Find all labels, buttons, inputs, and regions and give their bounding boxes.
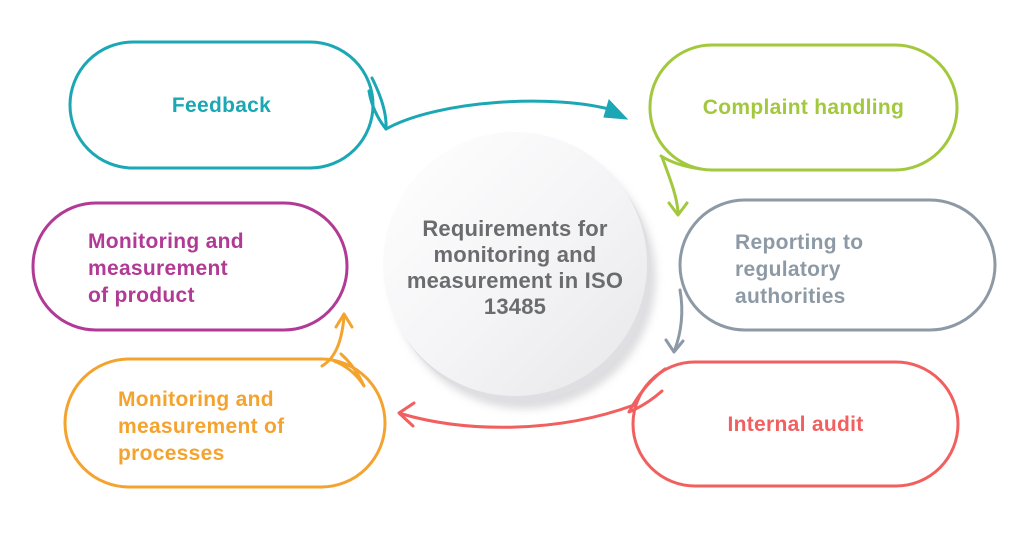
center-circle — [383, 132, 647, 396]
node-outline-internal-audit — [627, 360, 960, 488]
label-line: Monitoring and — [118, 388, 274, 411]
arrow-complaint-handling-to-reporting — [660, 155, 689, 217]
label-line: Complaint handling — [702, 96, 905, 119]
center-title-line: in ISO 13485 — [483, 268, 624, 319]
label-line: of product — [88, 284, 195, 307]
node-label-reporting-regulatory: Reporting to regulatory authorities — [735, 229, 863, 310]
label-line: Reporting to — [735, 231, 864, 254]
arrowhead-icon — [397, 401, 416, 428]
center-title-line: Requirements — [422, 216, 572, 241]
label-line: regulatory — [735, 258, 841, 281]
node-label-monitoring-processes: Monitoring and measurement of processes — [118, 386, 284, 467]
arrowhead-icon — [667, 201, 689, 217]
label-line: measurement — [88, 257, 228, 280]
label-line: Monitoring and — [88, 230, 244, 253]
node-label-complaint-handling: Complaint handling — [650, 45, 957, 170]
label-line: processes — [118, 442, 225, 465]
node-outline-complaint-handling — [648, 43, 959, 172]
bubble-tail-monitoring-processes — [332, 352, 366, 388]
arrow-reporting-to-internal-audit — [664, 288, 685, 354]
node-outline-monitoring-product — [31, 201, 349, 332]
arrow-processes-to-product — [320, 312, 354, 368]
node-outline-reporting-regulatory — [678, 198, 997, 332]
node-label-feedback: Feedback — [70, 42, 373, 168]
label-line: Internal audit — [727, 412, 864, 436]
arrowhead-icon — [664, 338, 685, 354]
center-title-line: and measurement — [406, 242, 597, 293]
label-line: Feedback — [171, 93, 272, 117]
arrow-internal-audit-to-processes — [397, 401, 636, 429]
node-outline-monitoring-processes — [63, 352, 387, 489]
arrow-feedback-to-complaint-handling — [384, 99, 629, 131]
node-label-monitoring-product: Monitoring and measurement of product — [88, 228, 244, 309]
center-title-line: for monitoring — [433, 216, 608, 267]
bubble-tail-complaint-handling — [659, 154, 703, 171]
center-title: Requirements for monitoring and measurem… — [383, 216, 647, 320]
arrowhead-icon — [334, 312, 354, 329]
arrowhead-icon — [603, 99, 629, 120]
label-line: measurement of — [118, 415, 285, 438]
bubble-tail-internal-audit — [627, 367, 667, 414]
node-label-internal-audit: Internal audit — [633, 362, 958, 486]
label-line: authorities — [735, 285, 846, 308]
